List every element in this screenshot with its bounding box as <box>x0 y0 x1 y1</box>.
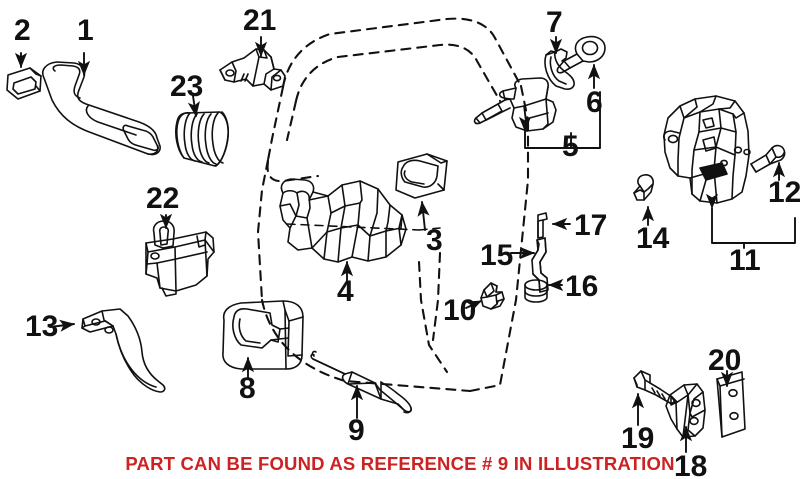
part-15-lock-actuating-rod <box>531 237 549 293</box>
part-2-handle-end-cap <box>6 67 42 100</box>
part-9-connecting-rod-link <box>310 350 412 414</box>
part-12-latch-mounting-screw <box>750 144 786 173</box>
leader-11-bracket <box>705 193 796 244</box>
callout-numbers: 2 1 23 21 22 3 4 13 8 9 7 6 5 12 14 11 1… <box>14 4 800 479</box>
leader-3 <box>417 201 430 231</box>
callout-10: 10 <box>443 294 476 327</box>
part-18-door-striker <box>665 383 706 438</box>
callout-22: 22 <box>146 182 179 215</box>
part-4-interior-door-handle <box>279 178 407 263</box>
part-21-handle-support-bracket <box>219 48 286 91</box>
leader-lines <box>14 36 796 453</box>
part-1-exterior-door-handle <box>41 61 161 156</box>
callout-9: 9 <box>348 414 365 447</box>
callout-7: 7 <box>546 6 563 39</box>
part-10-rod-retaining-clip <box>480 282 505 310</box>
door-panel-seams <box>286 223 441 231</box>
part-3-interior-handle-bezel <box>395 153 448 199</box>
part-11-door-latch-assembly <box>663 95 751 204</box>
callout-12: 12 <box>768 176 800 209</box>
callout-1: 1 <box>77 14 94 47</box>
leader-5-bracket <box>518 91 601 149</box>
callout-15: 15 <box>480 239 513 272</box>
callout-11: 11 <box>729 244 761 277</box>
part-17-lock-rod-clip <box>537 212 548 239</box>
part-8-handle-trim-surround <box>222 300 304 370</box>
reference-caption: PART CAN BE FOUND AS REFERENCE # 9 IN IL… <box>125 453 674 474</box>
part-7-lock-cylinder-clip <box>544 48 575 90</box>
part-22-lower-mounting-bracket <box>145 220 215 297</box>
callout-6: 6 <box>586 86 603 119</box>
callout-13: 13 <box>25 310 58 343</box>
part-13-handle-return-lever <box>81 308 166 393</box>
part-16-lock-knob <box>524 279 548 303</box>
callout-2: 2 <box>14 14 31 47</box>
callout-16: 16 <box>565 270 598 303</box>
callout-4: 4 <box>337 275 354 308</box>
callout-20: 20 <box>708 344 741 377</box>
part-6-door-key <box>556 35 606 74</box>
callout-8: 8 <box>239 372 256 405</box>
part-14-latch-pin-screw <box>633 174 654 201</box>
leader-23 <box>187 95 200 117</box>
callout-18: 18 <box>674 450 707 479</box>
callout-14: 14 <box>636 222 670 255</box>
callout-19: 19 <box>621 422 654 455</box>
callout-21: 21 <box>243 4 276 37</box>
part-23-rubber-boot-conduit <box>175 111 230 167</box>
callout-17: 17 <box>574 209 607 242</box>
part-20-striker-shim-plate <box>716 371 746 438</box>
leader-13 <box>49 319 75 332</box>
callout-5: 5 <box>562 130 579 163</box>
door-outline-dashed <box>256 17 530 393</box>
callout-3: 3 <box>426 224 443 257</box>
callout-23: 23 <box>170 70 203 103</box>
leader-10 <box>465 300 482 313</box>
part-5-lock-cylinder-assembly <box>473 77 557 132</box>
